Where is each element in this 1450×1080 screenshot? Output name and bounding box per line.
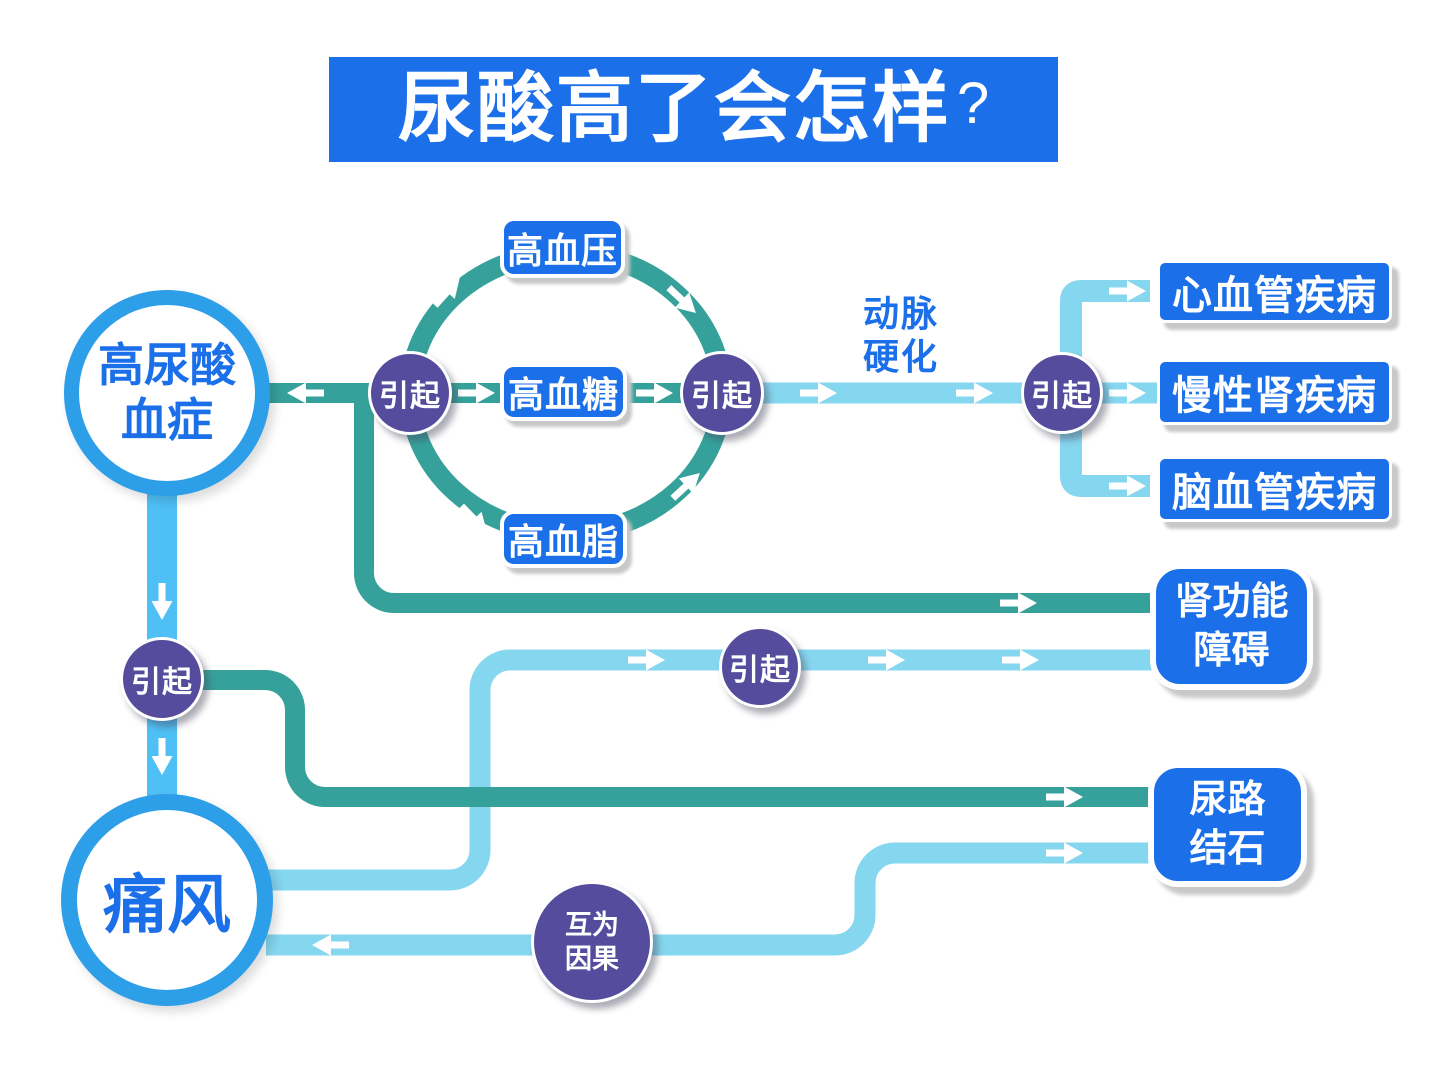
box-cerebrovascular: 脑血管疾病 — [1157, 456, 1392, 522]
box-cardiovascular: 心血管疾病 — [1157, 260, 1392, 323]
cerebrovascular-label: 脑血管疾病 — [1172, 471, 1377, 515]
cause-label: 引起 — [691, 380, 753, 413]
box-chronic-kidney: 慢性肾疾病 — [1157, 359, 1392, 425]
label-arteriosclerosis: 动脉 硬化 — [828, 292, 974, 378]
node-mutual-causation: 互为 因果 — [531, 881, 653, 1003]
title-banner: 尿酸高了会怎样 ? — [329, 57, 1058, 162]
hyperglycemia-label: 高血糖 — [507, 374, 619, 415]
page-title: 尿酸高了会怎样 — [397, 66, 951, 152]
hyperuricemia-line2: 血症 — [121, 394, 213, 446]
gout-label: 痛风 — [103, 869, 231, 941]
pipe-cause-to-stone — [162, 670, 1160, 807]
box-hyperglycemia: 高血糖 — [500, 363, 627, 421]
box-renal-dysfunction: 肾功能 障碍 — [1150, 563, 1313, 690]
box-urinary-stone: 尿路 结石 — [1148, 762, 1307, 887]
node-cause-gout: 引起 — [120, 637, 204, 721]
node-cause-arterio: 引起 — [1021, 352, 1103, 434]
node-gout: 痛风 — [61, 794, 273, 1006]
cardiovascular-label: 心血管疾病 — [1172, 273, 1377, 318]
renal-line1: 肾功能 — [1174, 580, 1289, 623]
node-cause-loop-right: 引起 — [680, 351, 764, 435]
node-cause-renal: 引起 — [719, 626, 801, 708]
mutual-line1: 互为 — [565, 910, 619, 940]
hypertension-label: 高血压 — [506, 229, 618, 271]
stone-line1: 尿路 — [1189, 778, 1266, 821]
arteriosclerosis-line1: 动脉 — [862, 293, 939, 334]
pipe-loop-to-renal — [354, 385, 1160, 613]
hyperlipidemia-label: 高血脂 — [507, 521, 619, 562]
hyperuricemia-line1: 高尿酸 — [98, 339, 236, 391]
cause-label: 引起 — [131, 666, 193, 699]
title-question-mark: ? — [956, 71, 990, 136]
stone-line2: 结石 — [1189, 827, 1266, 870]
mutual-line2: 因果 — [565, 944, 619, 974]
cause-label: 引起 — [1031, 380, 1093, 413]
cause-label: 引起 — [729, 654, 791, 687]
chronic-kidney-label: 慢性肾疾病 — [1172, 374, 1377, 418]
box-hypertension: 高血压 — [500, 217, 625, 278]
pipe-gout-to-renal — [266, 649, 1160, 891]
cause-label: 引起 — [379, 380, 441, 413]
renal-line2: 障碍 — [1193, 629, 1270, 672]
pipe-stone-gout-mutual — [266, 842, 1160, 956]
node-hyperuricemia: 高尿酸 血症 — [64, 290, 270, 496]
node-cause-loop-left: 引起 — [368, 351, 452, 435]
box-hyperlipidemia: 高血脂 — [500, 510, 627, 568]
arteriosclerosis-line2: 硬化 — [862, 336, 939, 377]
